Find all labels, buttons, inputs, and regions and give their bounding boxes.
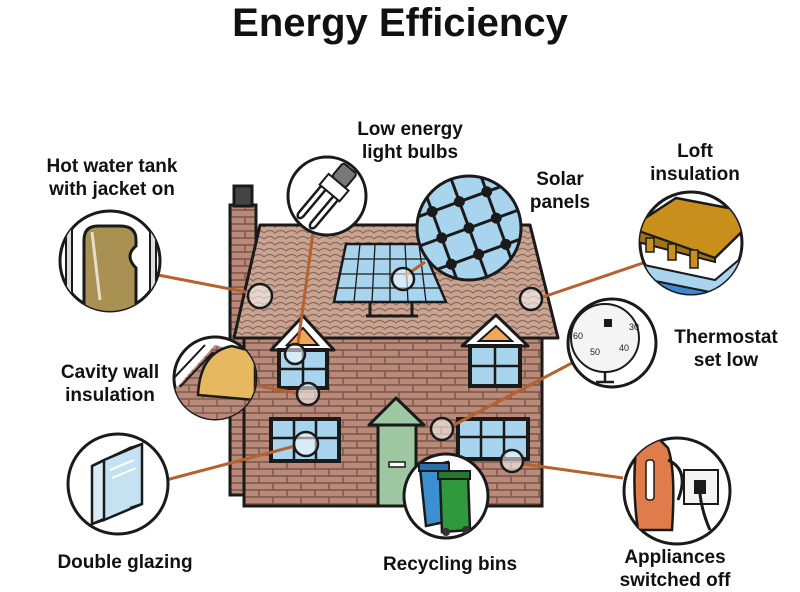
thermostat-icon: 60 50 40 30	[566, 297, 658, 389]
label-hot-water-tank: Hot water tank with jacket on	[46, 156, 178, 200]
front-door	[367, 396, 426, 508]
hot-water-tank-icon	[58, 209, 162, 313]
appliance-kettle-icon	[622, 436, 732, 546]
thermostat-dial-50: 50	[590, 347, 600, 357]
dormer-right	[460, 313, 530, 388]
label-solar-panels: Solar panels	[529, 169, 591, 213]
thermostat-dial-40: 40	[619, 343, 629, 353]
page-title: Energy Efficiency	[232, 1, 568, 45]
roof-solar-panel	[332, 242, 448, 318]
label-cavity-wall: Cavity wall insulation	[60, 362, 160, 406]
thermostat-dial-30: 30	[629, 322, 639, 332]
thermostat-dial-60: 60	[573, 331, 583, 341]
markers	[246, 266, 544, 474]
solar-panel-icon	[415, 174, 523, 282]
double-glazing-icon	[66, 432, 170, 536]
light-bulb-icon	[286, 155, 368, 237]
label-double-glazing: Double glazing	[57, 552, 193, 573]
label-low-energy-bulbs: Low energy light bulbs	[357, 119, 463, 163]
recycling-bins-icon	[402, 452, 490, 540]
cavity-wall-icon	[172, 335, 258, 421]
label-appliances: Appliances switched off	[619, 547, 731, 591]
label-loft-insulation: Loft insulation	[650, 141, 740, 185]
label-thermostat: Thermostat set low	[674, 327, 778, 371]
loft-insulation-icon	[638, 190, 744, 296]
label-recycling-bins: Recycling bins	[382, 554, 518, 575]
